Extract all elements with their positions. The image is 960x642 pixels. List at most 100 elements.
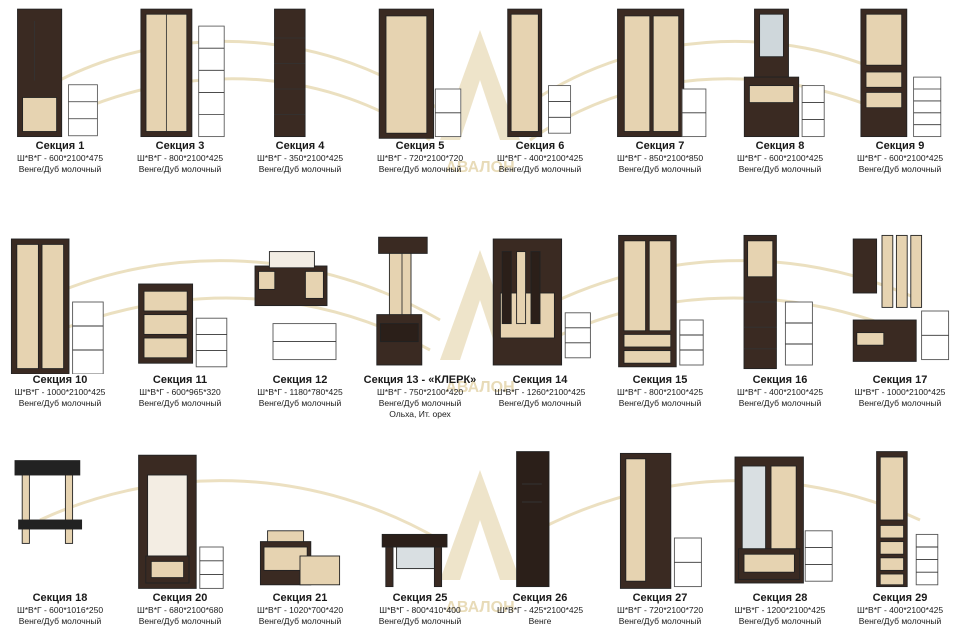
item-name: Секция 20 (152, 592, 208, 604)
hallway-mirror-set-icon (726, 430, 834, 592)
item-name: Секция 29 (872, 592, 928, 604)
item-name: Секция 28 (752, 592, 808, 604)
item-finish: Венге/Дуб молочный (18, 164, 102, 174)
item-name: Секция 14 (512, 374, 568, 386)
item-dimensions: Ш*В*Г - 600*1016*250 (16, 605, 104, 615)
item-name: Секция 18 (32, 592, 88, 604)
narrow-drawer-tower-icon (846, 430, 954, 592)
item-finish: Венге/Дуб молочный (738, 616, 822, 626)
item-name: Секция 25 (392, 592, 448, 604)
item-finish: Венге/Дуб молочный (858, 616, 942, 626)
item-finish: Венге/Дуб молочный (378, 616, 462, 626)
shelf-tower-icon (726, 216, 834, 374)
item-dimensions: Ш*В*Г - 600*965*320 (139, 387, 221, 397)
item-finish: Венге/Дуб молочный (738, 164, 822, 174)
item-finish: Венге/Дуб молочный (858, 398, 942, 408)
item-finish: Венге/Дуб молочный (258, 398, 342, 408)
hallway-hanger-cabinet-icon (6, 4, 114, 140)
item-name: Секция 16 (752, 374, 808, 386)
item-dimensions: Ш*В*Г - 850*2100*850 (616, 153, 704, 163)
item-dimensions: Ш*В*Г - 1200*2100*425 (734, 605, 826, 615)
item-finish: Венге/Дуб молочный (618, 164, 702, 174)
item-dimensions: Ш*В*Г - 750*2100*420 (376, 387, 464, 397)
corner-single-wardrobe-icon (606, 430, 714, 592)
item-finish: Венге/Дуб молочный (138, 164, 222, 174)
hallway-set-icon (486, 216, 594, 374)
item-name: Секция 1 (35, 140, 85, 152)
item-dimensions: Ш*В*Г - 1020*700*420 (256, 605, 344, 615)
item-name: Секция 4 (275, 140, 325, 152)
item-finish: Венге/Дуб молочный (18, 616, 102, 626)
item-dimensions: Ш*В*Г - 1000*2100*425 (14, 387, 106, 397)
item-finish: Венге (528, 616, 552, 626)
item-dimensions: Ш*В*Г - 680*2100*680 (136, 605, 224, 615)
item-name: Секция 9 (875, 140, 925, 152)
item-name: Секция 26 (512, 592, 568, 604)
item-finish: Венге/Дуб молочный (858, 164, 942, 174)
item-dimensions: Ш*В*Г - 600*2100*425 (736, 153, 824, 163)
item-name: Секция 5 (395, 140, 445, 152)
item-dimensions: Ш*В*Г - 800*2100*425 (616, 387, 704, 397)
item-dimensions: Ш*В*Г - 400*2100*425 (736, 387, 824, 397)
item-dimensions: Ш*В*Г - 800*2100*425 (136, 153, 224, 163)
item-finish: Венге/Дуб молочный (138, 398, 222, 408)
item-name: Секция 3 (155, 140, 205, 152)
item-finish-alt: Ольха, Ит. орех (389, 409, 451, 419)
item-dimensions: Ш*В*Г - 425*2100*425 (496, 605, 584, 615)
item-name: Секция 12 (272, 374, 328, 386)
item-finish: Венге/Дуб молочный (138, 616, 222, 626)
shoe-bench-icon (246, 216, 354, 374)
item-name: Секция 10 (32, 374, 88, 386)
item-name: Секция 6 (515, 140, 565, 152)
small-table-icon (366, 430, 474, 592)
item-dimensions: Ш*В*Г - 400*2100*425 (496, 153, 584, 163)
corner-open-shelf-icon (246, 4, 354, 140)
item-name: Секция 15 (632, 374, 688, 386)
item-dimensions: Ш*В*Г - 720*2100*720 (616, 605, 704, 615)
item-finish: Венге/Дуб молочный (258, 616, 342, 626)
item-finish: Венге/Дуб молочный (738, 398, 822, 408)
coat-panel-icon (486, 430, 594, 592)
wide-wardrobe-icon (6, 216, 114, 374)
item-finish: Венге/Дуб молочный (18, 398, 102, 408)
item-finish: Венге/Дуб молочный (618, 398, 702, 408)
